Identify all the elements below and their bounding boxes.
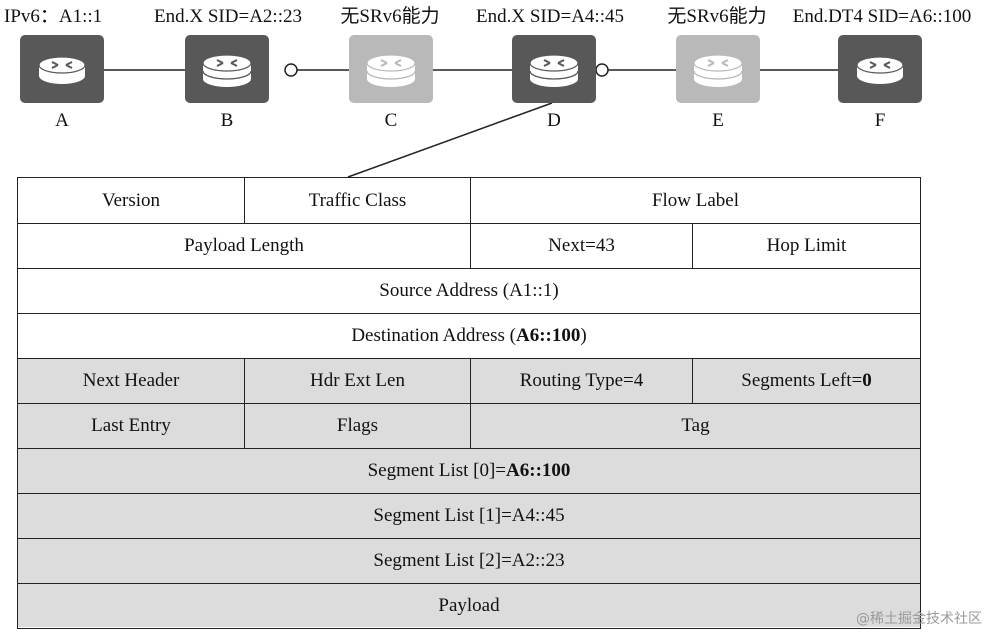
dst-suffix: )	[580, 325, 587, 346]
field-tag: Tag	[470, 404, 920, 448]
node-d-letter: D	[547, 110, 561, 131]
field-flags: Flags	[244, 404, 470, 448]
ipv6-row-2: Payload Length Next=43 Hop Limit	[18, 223, 920, 268]
segment-list-2-row: Segment List [2]=A2::23	[18, 538, 920, 583]
payload-row: Payload	[18, 583, 920, 627]
node-d-label: End.X SID=A4::45	[476, 6, 624, 27]
field-traffic-class: Traffic Class	[244, 178, 470, 223]
node-c-letter: C	[384, 110, 398, 131]
node-f-letter: F	[874, 110, 886, 131]
router-b-icon	[185, 35, 269, 103]
port-d	[595, 63, 609, 77]
ipv6-row-dst: Destination Address (A6::100)	[18, 313, 920, 358]
router-f-icon	[838, 35, 922, 103]
field-destination-address: Destination Address (A6::100)	[18, 314, 920, 358]
field-hdr-ext-len: Hdr Ext Len	[244, 359, 470, 403]
field-segment-list-2: Segment List [2]=A2::23	[373, 550, 565, 571]
router-a-icon	[20, 35, 104, 103]
segments-left-value: 0	[862, 370, 872, 391]
dst-value: A6::100	[515, 325, 581, 346]
topology-links	[104, 63, 838, 178]
field-segments-left: Segments Left=0	[692, 359, 920, 403]
field-segment-list-1: Segment List [1]=A4::45	[373, 505, 565, 526]
seg0-value: A6::100	[506, 460, 571, 481]
node-e-letter: E	[712, 110, 724, 131]
node-e-label: 无SRv6能力	[667, 6, 767, 27]
field-version: Version	[101, 189, 161, 211]
srv6-packet-header: Version Traffic Class Flow Label Payload…	[17, 177, 921, 629]
srh-row-2: Last Entry Flags Tag	[18, 403, 920, 448]
field-next-header: Next=43	[470, 224, 692, 268]
field-segment-list-0: Segment List [0]=A6::100	[18, 449, 920, 493]
field-payload: Payload	[438, 594, 500, 616]
dst-prefix: Destination Address (	[351, 325, 516, 346]
field-hop-limit: Hop Limit	[692, 224, 920, 268]
node-a-label: IPv6：A1::1	[4, 6, 103, 27]
node-f-label: End.DT4 SID=A6::100	[792, 6, 972, 27]
node-b-label: End.X SID=A2::23	[154, 6, 302, 27]
node-a-letter: A	[55, 110, 69, 131]
srh-row-1: Next Header Hdr Ext Len Routing Type=4 S…	[18, 358, 920, 403]
node-c-label: 无SRv6能力	[340, 6, 440, 27]
port-b	[284, 63, 298, 77]
segments-left-prefix: Segments Left=	[741, 370, 863, 391]
field-flow-label: Flow Label	[470, 178, 920, 223]
ipv6-row-src: Source Address (A1::1)	[18, 268, 920, 313]
callout-line-d	[347, 102, 553, 178]
watermark: @稀土掘金技术社区	[856, 611, 982, 627]
node-b-letter: B	[220, 110, 234, 131]
segment-list-0-row: Segment List [0]=A6::100	[18, 448, 920, 493]
router-c-icon	[349, 35, 433, 103]
segment-list-1-row: Segment List [1]=A4::45	[18, 493, 920, 538]
field-srh-next-header: Next Header	[82, 370, 180, 391]
router-d-icon	[512, 35, 596, 103]
field-routing-type: Routing Type=4	[470, 359, 692, 403]
field-last-entry: Last Entry	[91, 415, 171, 436]
router-e-icon	[676, 35, 760, 103]
field-payload-length: Payload Length	[184, 235, 304, 256]
field-source-address: Source Address (A1::1)	[379, 280, 559, 301]
seg0-prefix: Segment List [0]=	[367, 460, 507, 481]
ipv6-row-1: Version Traffic Class Flow Label	[18, 178, 920, 223]
